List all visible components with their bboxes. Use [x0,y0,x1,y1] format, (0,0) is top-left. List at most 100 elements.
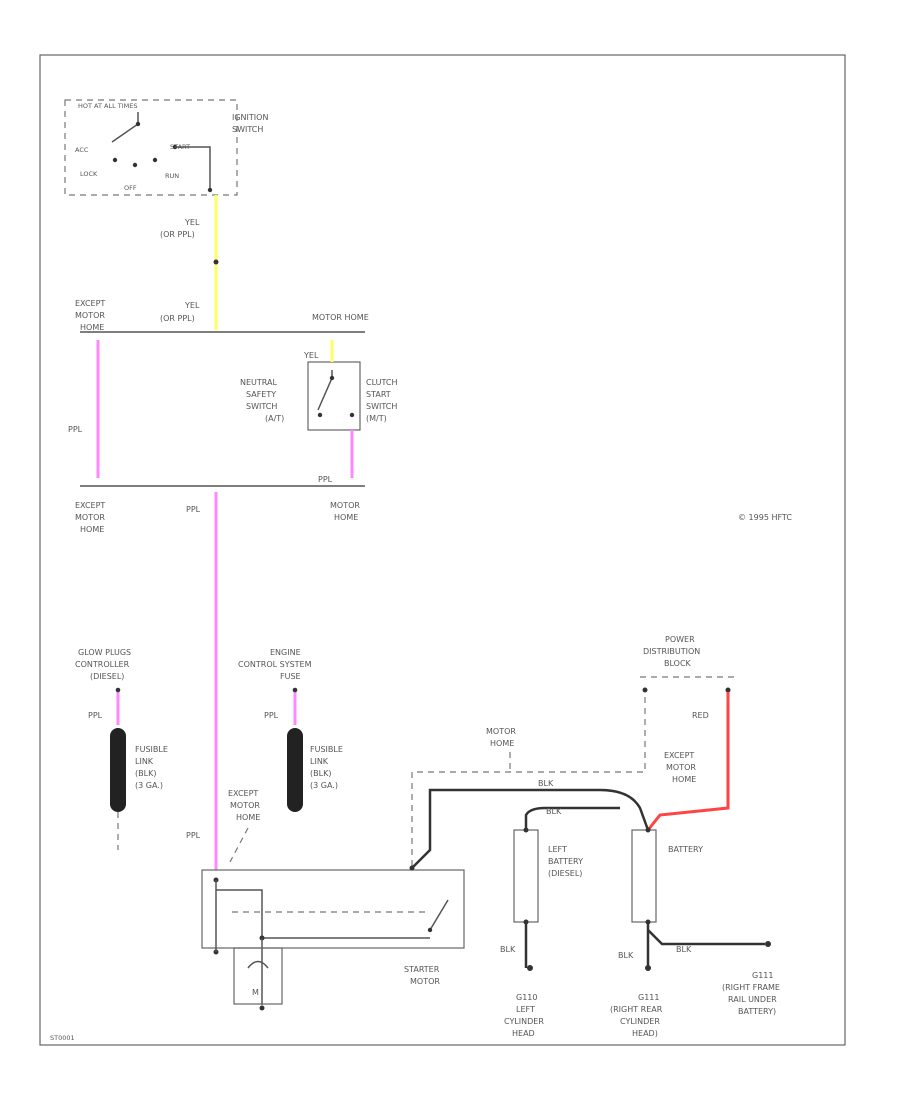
except-motor-home-bot-3: HOME [80,525,104,534]
starter-m-label: M [252,988,259,997]
pdb-label-1: POWER [665,635,695,644]
g112-ground [765,941,771,947]
ignition-switch-box [64,99,238,196]
ppl-label-glow: PPL [88,711,103,720]
starter-motor-winding [247,960,269,969]
clutch-label-3: SWITCH [366,402,397,411]
ecs-label-2: CONTROL SYSTEM [238,660,312,669]
left-battery-label-2: BATTERY [548,857,583,866]
g110-label-2: LEFT [516,1005,535,1014]
g112-label-1: G111 [752,971,773,980]
starter-contact-arm [429,899,449,931]
ppl-label-right: PPL [318,475,333,484]
except-mh-starter-2: MOTOR [230,801,260,810]
hot-at-all-times-label: HOT AT ALL TIMES [78,102,138,110]
ecs-label-1: ENGINE [270,648,301,657]
glow-connector [115,687,121,693]
except-motor-home-top-3: HOME [80,323,104,332]
yel-alt-label-1: (OR PPL) [160,230,195,239]
ecs-label-3: FUSE [280,672,301,681]
g110-label-4: HEAD [512,1029,535,1038]
fusible-label-3: (BLK) [135,769,156,778]
g110-label-3: CYLINDER [504,1017,544,1026]
yel-wire-connector [213,259,219,265]
g111-label-3: CYLINDER [620,1017,660,1026]
g111-label-1: G111 [638,993,659,1002]
g112-label-3: RAIL UNDER [728,995,777,1004]
fusible-label-2: LINK [135,757,154,766]
except-motor-home-top-2: MOTOR [75,311,105,320]
ignition-start-wire [175,146,211,190]
clutch-label-4: (M/T) [366,414,387,423]
left-battery-positive [523,827,529,833]
starter-motor-box [233,947,283,1005]
except-motor-home-bot-2: MOTOR [75,513,105,522]
left-battery-label-3: (DIESEL) [548,869,582,878]
left-battery [513,829,539,923]
yel-label-3: YEL [303,351,319,360]
starter-solenoid-box [201,869,465,949]
except-motor-home-top-1: EXCEPT [75,299,105,308]
except-mh-starter-leader [229,827,249,863]
except-mh-starter-3: HOME [236,813,260,822]
starter-label-1: STARTER [404,965,440,974]
blk-label-5: BLK [676,945,692,954]
motor-home-mid-2: HOME [490,739,514,748]
ignition-contact-lock [132,162,138,168]
blk-label-1: BLK [538,779,554,788]
ppl-label-ecs: PPL [264,711,279,720]
red-wire-battery [646,692,730,831]
neutral-label-1: NEUTRAL [240,378,277,387]
g110-ground [527,965,533,971]
motor-home-bot-1: MOTOR [330,501,360,510]
ignition-switch-arm [111,112,139,143]
pdb-label-3: BLOCK [664,659,692,668]
left-battery-label-1: LEFT [548,845,567,854]
fusible-link-glow [110,728,126,812]
ppl-label-center: PPL [186,505,201,514]
blk-wire-starter-battery [411,788,650,869]
neutral-switch-pivot [329,375,335,381]
ignition-output [207,187,213,193]
battery-label: BATTERY [668,845,703,854]
blk-label-4: BLK [618,951,634,960]
ignition-contact-run [152,157,158,163]
except-motor-home-bot-1: EXCEPT [75,501,105,510]
diagram-frame [39,54,846,1046]
neutral-switch-arm [317,370,333,411]
copyright-label: © 1995 HFTC [738,513,792,522]
g110-label-1: G110 [516,993,537,1002]
except-mh-right-2: MOTOR [666,763,696,772]
starter-coil-wire [216,889,263,938]
g111-label-4: HEAD) [632,1029,658,1038]
ecs-connector [292,687,298,693]
fusible-b-label-2: LINK [310,757,329,766]
glow-label-2: CONTROLLER [75,660,130,669]
clutch-label-1: CLUTCH [366,378,398,387]
neutral-safety-switch [307,361,361,431]
ignition-contact-acc [112,157,118,163]
pdb-label-2: DISTRIBUTION [643,647,700,656]
g111-label-2: (RIGHT REAR [610,1005,663,1014]
ppl-label-starter: PPL [186,831,201,840]
diagram-code: ST0001 [50,1034,75,1042]
pdb-terminal-left [642,687,648,693]
glow-label-1: GLOW PLUGS [78,648,131,657]
run-label: RUN [165,172,179,180]
neutral-label-2: SAFETY [246,390,276,399]
yel-label-2: YEL [184,301,200,310]
pdb-terminal-right [725,687,731,693]
lock-label: LOCK [80,170,98,178]
yel-alt-label-2: (OR PPL) [160,314,195,323]
glow-label-3: (DIESEL) [90,672,124,681]
battery-frame-ground-wire [647,929,765,946]
blk-wire-left-battery [524,806,620,830]
blk-label-2: BLK [546,807,562,816]
acc-label: ACC [75,146,89,154]
fusible-b-label-1: FUSIBLE [310,745,343,754]
ignition-switch-label-2: SWITCH [232,125,263,134]
off-label: OFF [124,184,137,192]
starter-contact-pivot [427,927,433,933]
g112-label-4: BATTERY) [738,1007,776,1016]
motor-home-top-label: MOTOR HOME [312,313,369,322]
